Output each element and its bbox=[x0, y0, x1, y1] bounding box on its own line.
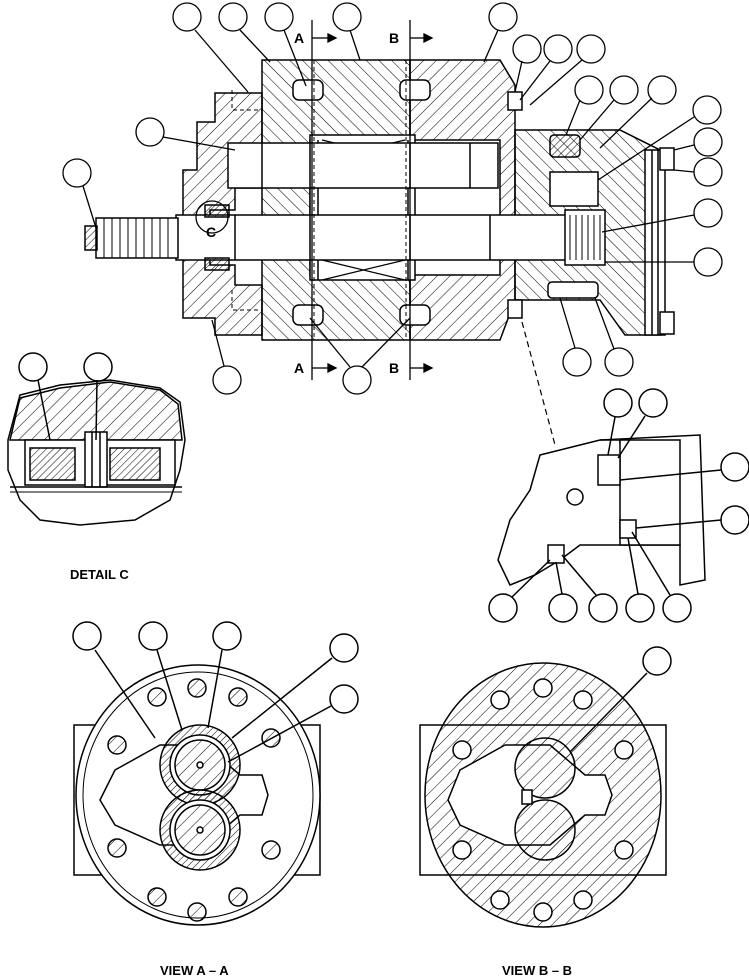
caption-view-a: VIEW A – A bbox=[160, 963, 229, 976]
hidden-lines bbox=[231, 60, 407, 340]
shaft-seal bbox=[204, 257, 230, 271]
rear-body bbox=[409, 59, 516, 341]
end-plate bbox=[644, 149, 666, 336]
view-b-bolt-holes bbox=[452, 678, 634, 922]
caption-detail-c: DETAIL C bbox=[70, 567, 129, 582]
view-a-bolt-holes bbox=[107, 678, 281, 922]
side-detail-view bbox=[488, 321, 749, 623]
callout-circles-main bbox=[62, 2, 723, 395]
section-mark-b-bottom: B bbox=[389, 360, 399, 376]
section-mark-a-bottom: A bbox=[294, 360, 304, 376]
view-a-a bbox=[72, 621, 359, 926]
section-line-b bbox=[409, 20, 434, 380]
rear-coupling bbox=[564, 209, 606, 266]
detail-c-marker bbox=[195, 200, 229, 234]
caption-view-b: VIEW B – B bbox=[502, 963, 572, 976]
idler-shaft bbox=[227, 142, 499, 189]
detail-mark-c: C bbox=[206, 224, 216, 240]
view-b-b bbox=[419, 646, 672, 928]
spline-end bbox=[95, 217, 179, 259]
drive-shaft bbox=[175, 214, 577, 261]
main-section-view bbox=[84, 20, 675, 380]
section-mark-b-top: B bbox=[389, 30, 399, 46]
section-mark-a-top: A bbox=[294, 30, 304, 46]
rear-dowel bbox=[549, 171, 599, 207]
detail-c-view bbox=[7, 352, 186, 526]
spline-tip bbox=[84, 225, 98, 251]
